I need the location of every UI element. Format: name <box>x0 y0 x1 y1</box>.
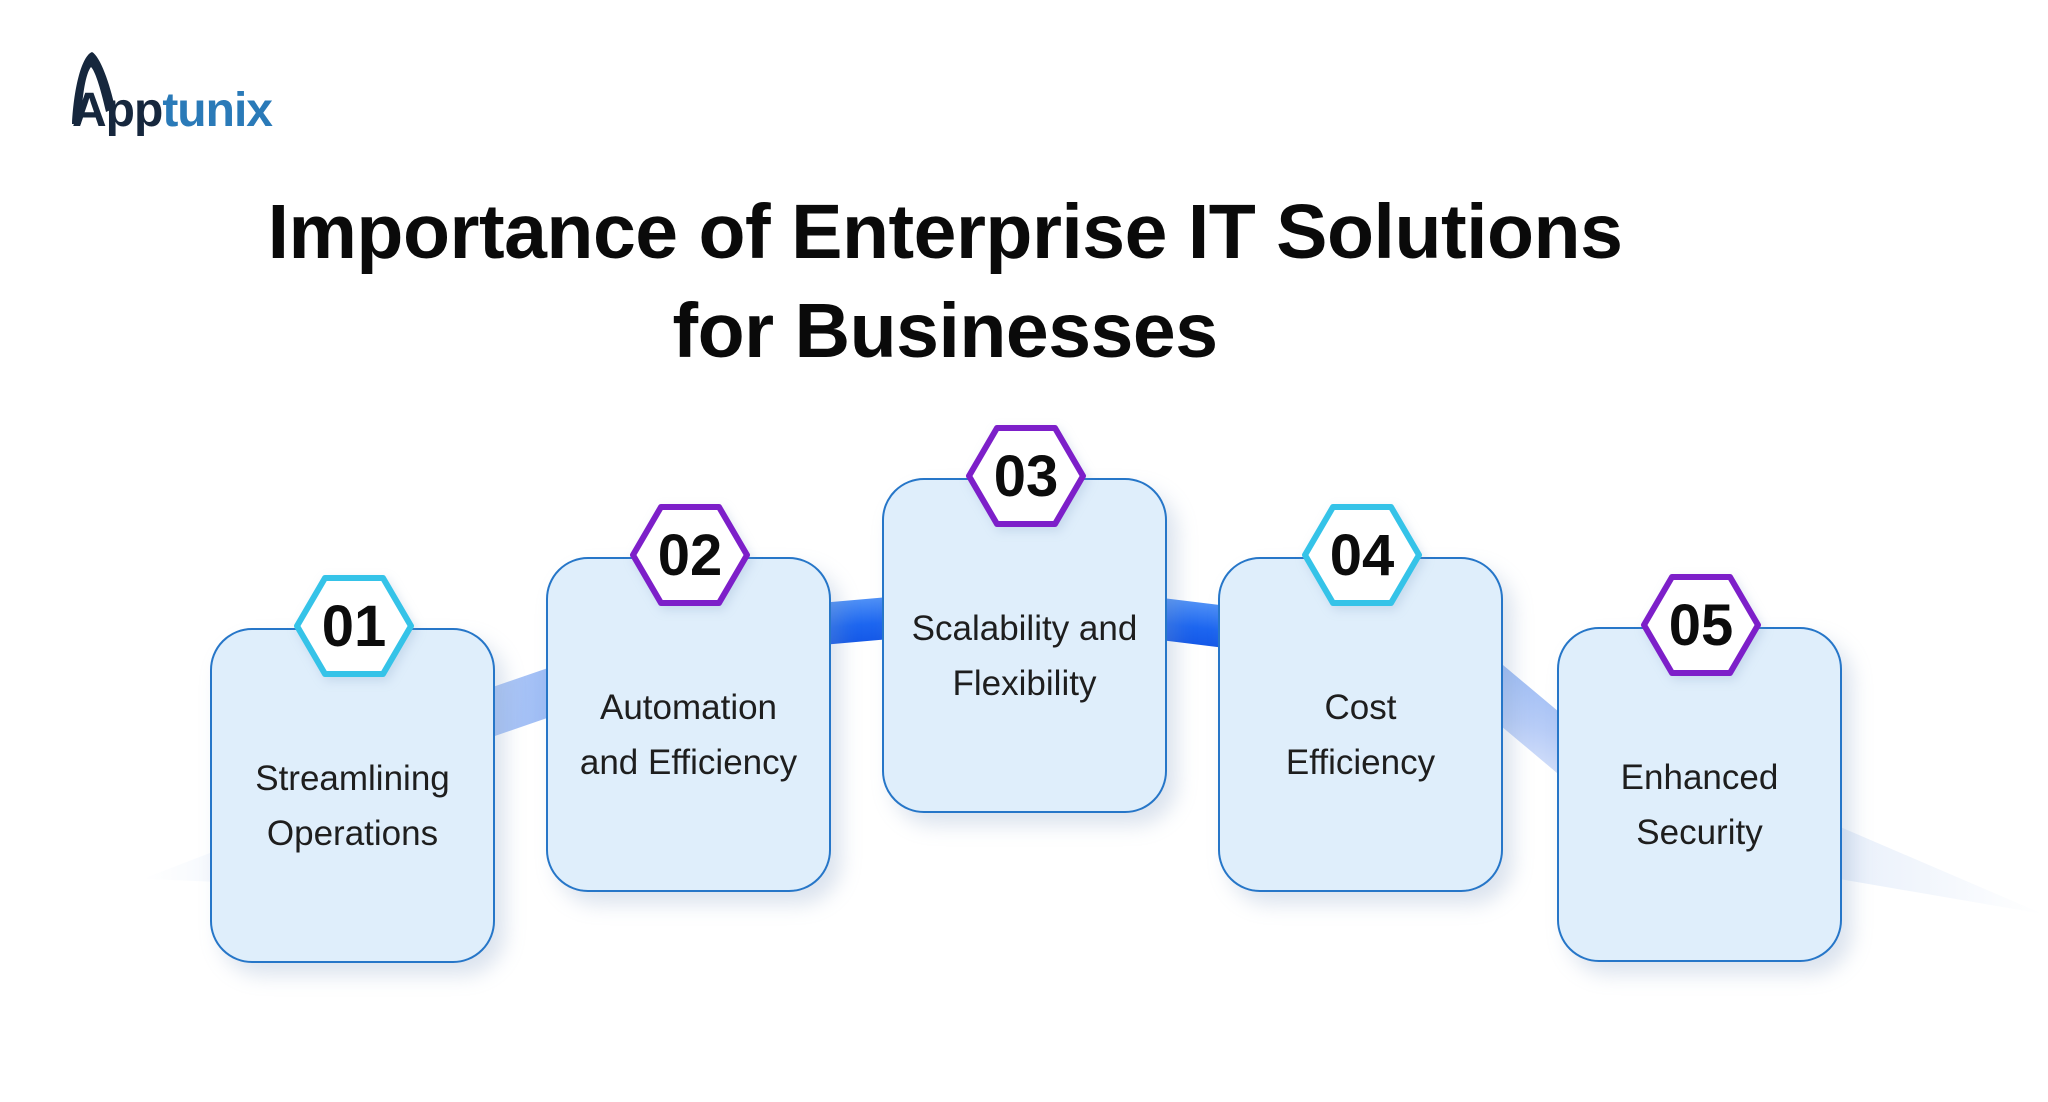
logo-text-prefix: App <box>72 84 162 137</box>
hexagon-icon <box>966 425 1086 527</box>
step-number: 05 <box>1668 592 1734 658</box>
step-number: 02 <box>657 522 723 588</box>
logo-arch-icon <box>72 52 115 124</box>
step-number: 03 <box>993 443 1059 509</box>
step-label-line2: Security <box>1636 812 1763 852</box>
step-label: Streamlining Operations <box>212 630 493 961</box>
apptunix-logo: Apptunix <box>72 52 274 137</box>
step-label-line1: Streamlining <box>255 759 450 799</box>
step-label-line2: and Efficiency <box>579 742 798 782</box>
step-label: Cost Efficiency <box>1220 559 1501 890</box>
step-card-03: 03 Scalability and Flexibility <box>882 425 1167 813</box>
step-label-line1: Enhanced <box>1620 758 1779 798</box>
step-number: 04 <box>1329 522 1395 588</box>
step-label-line2: Operations <box>266 813 439 853</box>
hexagon-icon <box>294 575 414 677</box>
step-badge-04: 04 <box>1301 502 1423 608</box>
decor-wedge-right <box>1838 826 2043 914</box>
page-title-line2: for Businesses <box>672 288 1218 375</box>
step-label: Automation and Efficiency <box>548 559 829 890</box>
step-label: Scalability and Flexibility <box>884 480 1165 811</box>
hexagon-icon <box>1302 504 1422 606</box>
svg-text:Apptunix: Apptunix <box>72 84 273 137</box>
step-card-05: 05 Enhanced Security <box>1557 574 1842 962</box>
step-badge-05: 05 <box>1640 572 1762 678</box>
step-label-line1: Automation <box>599 688 778 728</box>
step-badge-03: 03 <box>965 423 1087 529</box>
step-label-line2: Flexibility <box>952 663 1097 703</box>
step-label-line2: Efficiency <box>1285 742 1436 782</box>
step-badge-02: 02 <box>629 502 751 608</box>
step-number: 01 <box>321 593 387 659</box>
step-label-line1: Cost <box>1324 688 1397 728</box>
step-badge-01: 01 <box>293 573 415 679</box>
page-title: Importance of Enterprise IT Solutions fo… <box>0 183 1890 382</box>
hexagon-icon <box>1641 574 1761 676</box>
step-card-02: 02 Automation and Efficiency <box>546 504 831 892</box>
step-label: Enhanced Security <box>1559 629 1840 960</box>
page-title-line1: Importance of Enterprise IT Solutions <box>267 189 1623 275</box>
hexagon-icon <box>630 504 750 606</box>
step-card-04: 04 Cost Efficiency <box>1218 504 1503 892</box>
logo-text-suffix: tunix <box>162 84 273 137</box>
step-card-01: 01 Streamlining Operations <box>210 575 495 963</box>
step-label-line1: Scalability and <box>911 609 1138 649</box>
